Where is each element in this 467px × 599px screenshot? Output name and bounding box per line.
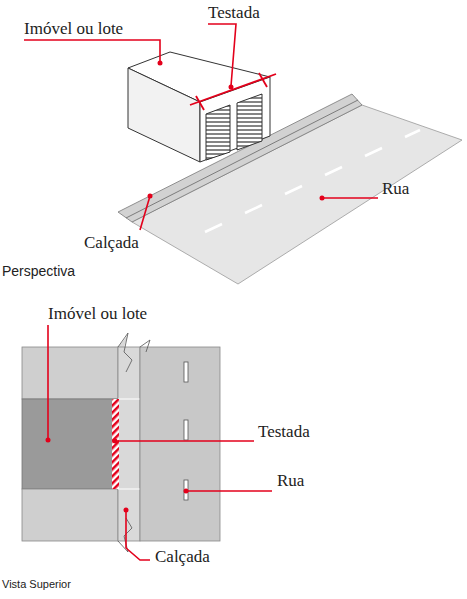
view-label: Perspectiva — [2, 264, 75, 279]
part-label: Rua — [277, 472, 304, 491]
view-label: Vista Superior — [2, 578, 71, 590]
part-label: Calçada — [84, 234, 139, 253]
part-label: Imóvel ou lote — [24, 20, 123, 39]
top-view — [22, 333, 220, 552]
part-label: Imóvel ou lote — [48, 305, 147, 324]
part-label: Testada — [258, 423, 310, 442]
part-label: Testada — [208, 4, 260, 23]
testada-marker — [190, 73, 276, 110]
part-label: Calçada — [155, 548, 210, 567]
part-label: Rua — [382, 180, 409, 199]
leader-lines — [24, 24, 378, 560]
leader-dots — [46, 61, 325, 513]
building-perspective — [128, 52, 270, 162]
